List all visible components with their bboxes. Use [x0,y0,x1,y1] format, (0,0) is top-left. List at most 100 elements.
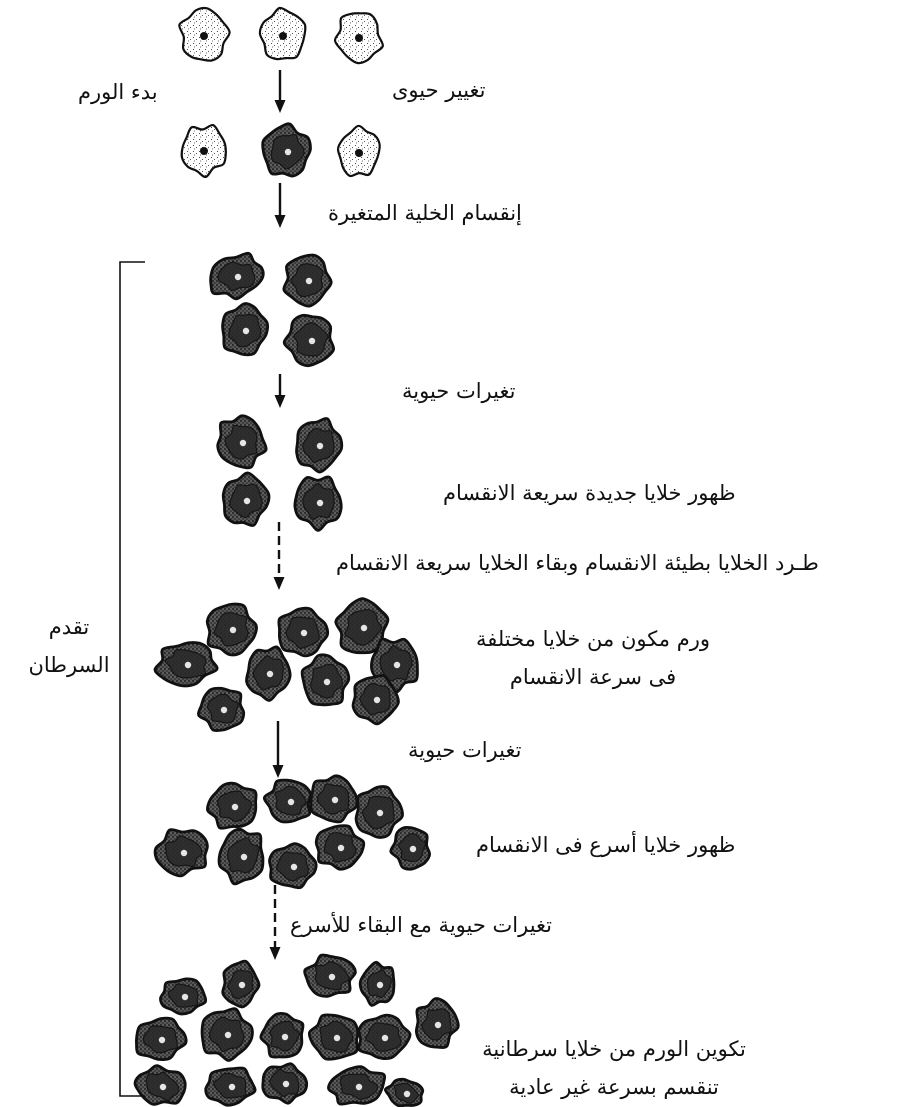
nucleus [242,327,250,335]
cancer-cell [358,960,396,1007]
cancer-cell [206,781,258,830]
nucleus [376,809,384,817]
cancer-cell [295,417,344,474]
nucleus [434,1021,442,1029]
label-fast-dividing-cells-appear: ظهور خلايا جديدة سريعة الانقسام [443,481,736,505]
nucleus [184,661,192,669]
cancer-cell [205,602,258,657]
nucleus [323,678,331,686]
nucleus [234,273,242,281]
nucleus [355,34,363,42]
nucleus [376,981,384,989]
cancer-cell [389,825,431,871]
label-biological-changes-2: تغيرات حيوية [408,738,522,762]
cancer-cell [282,253,333,308]
cancer-cell [153,641,219,688]
label-tumor-mixed-line2: فى سرعة الانقسام [509,665,677,689]
cancer-cell [309,774,359,824]
cancer-cell [277,606,330,658]
cancer-cell [196,686,246,733]
cancer-cell [245,645,292,702]
nucleus [409,845,417,853]
label-biological-changes-1: تغيرات حيوية [402,379,516,403]
cancer-cell [261,1062,309,1105]
nucleus [279,32,287,40]
label-biological-change: تغيير حيوى [392,78,486,102]
cancer-cell [414,997,460,1049]
nucleus [220,706,228,714]
nucleus [200,32,208,40]
cancer-cell [259,1012,305,1059]
nucleus [281,1033,289,1041]
label-survival-of-fastest: تغيرات حيوية مع البقاء للأسرع [290,913,553,937]
nucleus [290,863,298,871]
label-progression-line1: تقدم [48,615,90,639]
cancer-cell [217,827,265,886]
cancer-cell [262,778,313,824]
nucleus [284,148,292,156]
nucleus [355,149,363,157]
progression-bracket [119,261,145,1097]
label-faster-cells-appear: ظهور خلايا أسرع فى الانقسام [476,833,736,857]
nucleus [381,1034,389,1042]
cancer-cell [221,959,261,1009]
nucleus [355,1083,363,1091]
cell-layer [133,6,460,1107]
label-tumor-mixed-line1: ورم مكون من خلايا مختلفة [475,627,711,651]
nucleus [231,803,239,811]
cancer-cell [357,1013,412,1060]
cancer-cell [204,1066,257,1107]
cancer-cell [153,828,209,878]
nucleus [200,147,208,155]
nucleus [403,1090,411,1098]
nucleus [300,629,308,637]
label-final-tumor-line2: تنقسم بسرعة غير عادية [509,1075,719,1099]
nucleus [229,626,237,634]
cancer-cell [268,842,318,890]
cancer-cell [200,1007,254,1062]
cancer-cell [314,824,366,871]
nucleus [331,796,339,804]
down-arrow [272,721,284,778]
down-arrow [274,183,286,228]
cancer-cell [293,475,343,532]
cancer-cell [133,1064,187,1106]
cancer-cell [383,1077,425,1107]
nucleus [180,849,188,857]
nucleus [316,442,324,450]
label-expel-slow-keep-fast: طـرد الخلايا بطيئة الانقسام وبقاء الخلاي… [336,551,819,575]
nucleus [308,337,316,345]
nucleus [328,973,336,981]
cancer-cell [282,313,336,368]
label-final-tumor-line1: تكوين الورم من خلايا سرطانية [482,1037,746,1061]
cancer-cell [221,302,269,357]
nucleus [316,499,324,507]
down-arrow [269,885,281,960]
nucleus [158,1036,166,1044]
cancer-cell [351,674,400,726]
cancer-cell [354,785,404,839]
cancer-cell [159,977,208,1016]
nucleus [360,624,368,632]
down-arrow [274,70,286,113]
cancer-cell [327,1065,387,1106]
nucleus [228,1083,236,1091]
nucleus [159,1083,167,1091]
arrow-layer [269,70,286,960]
nucleus [333,1034,341,1042]
down-arrow [274,374,286,408]
label-division-of-changed-cell: إنقسام الخلية المتغيرة [328,201,522,225]
nucleus [266,670,274,678]
nucleus [224,1031,232,1039]
nucleus [240,853,248,861]
nucleus [243,497,251,505]
cancer-cell [135,1016,188,1061]
label-initiation: بدء الورم [78,80,158,104]
label-progression-line2: السرطان [28,653,110,677]
nucleus [373,696,381,704]
normal-cell [258,6,307,61]
nucleus [287,798,295,806]
nucleus [282,1080,290,1088]
